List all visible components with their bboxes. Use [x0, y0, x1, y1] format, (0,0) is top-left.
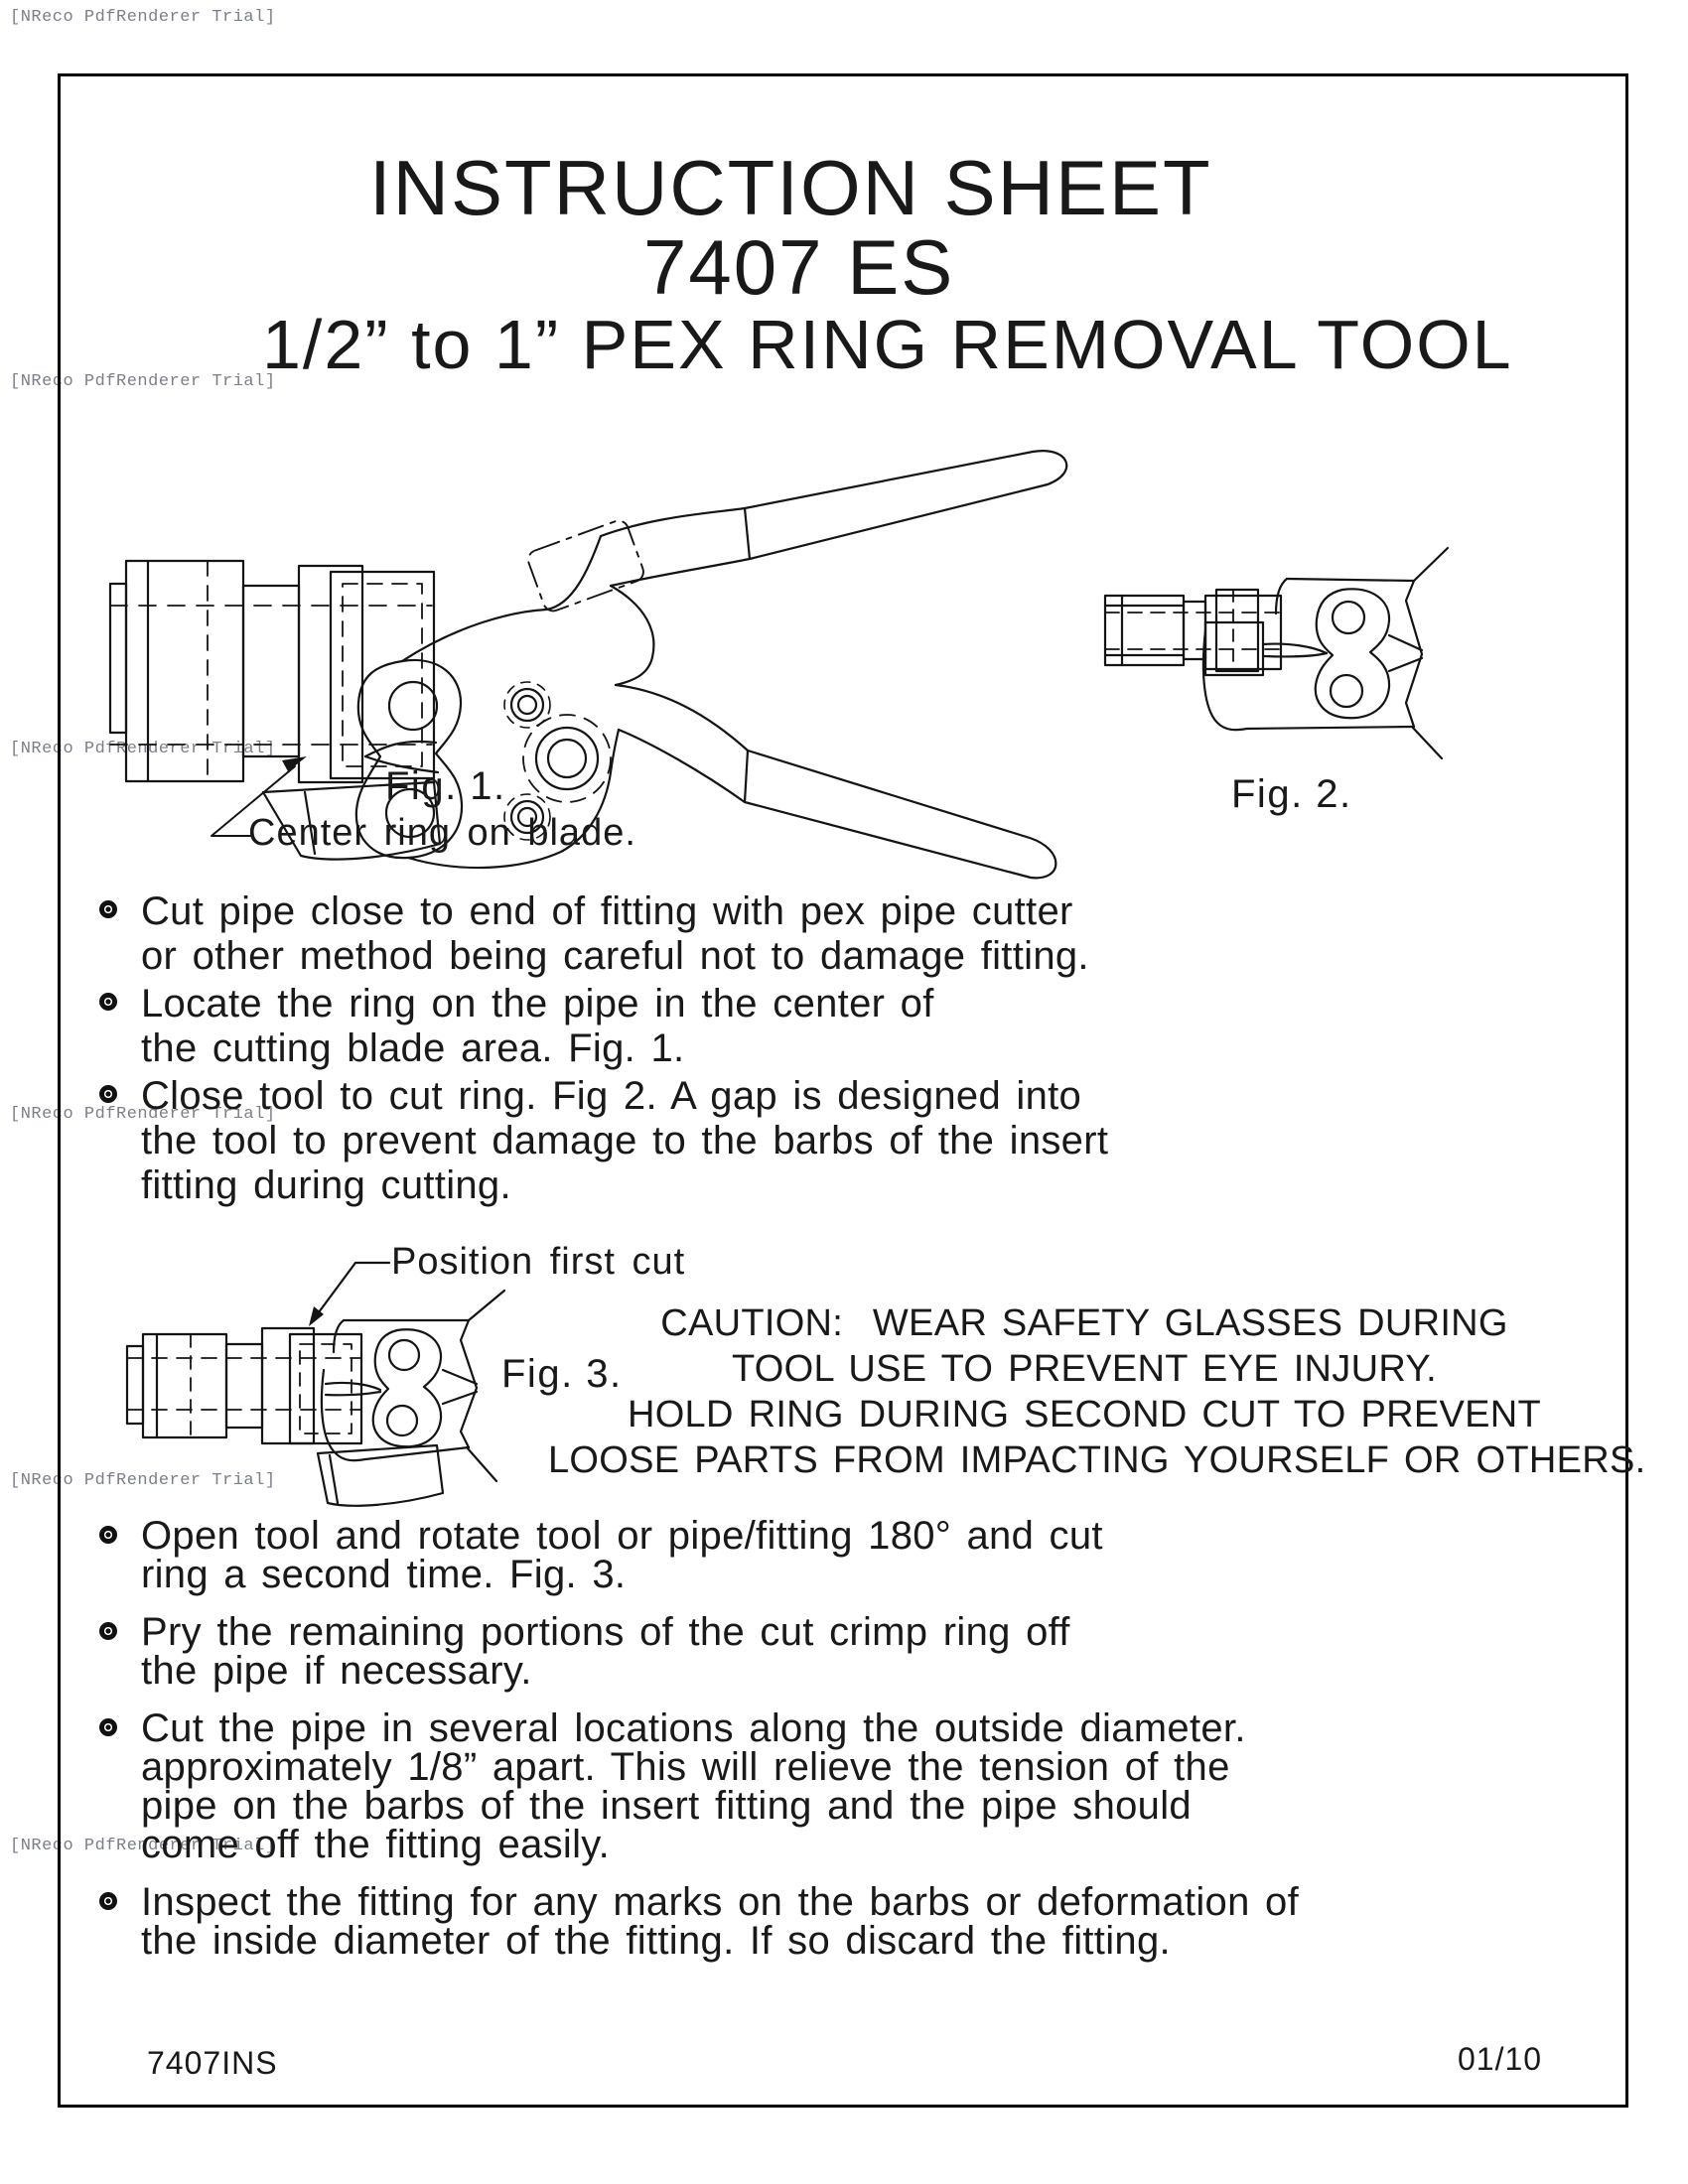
lower-jaw: [261, 780, 442, 861]
pipe-and-ring: [125, 1326, 363, 1445]
bullet-text: Open tool and rotate tool or pipe/fittin…: [141, 1514, 1103, 1596]
watermark: [NReco PdfRenderer Trial]: [10, 1471, 276, 1490]
page-border: [58, 73, 1628, 2108]
text-line: the tool to prevent damage to the barbs …: [141, 1119, 1109, 1162]
bullet-icon: [99, 1892, 117, 1910]
text-line: Close tool to cut ring. Fig 2. A gap is …: [141, 1074, 1082, 1118]
text-line: the pipe if necessary.: [141, 1649, 532, 1693]
bullet-item: Locate the ring on the pipe in the cente…: [99, 982, 1231, 1071]
lower-jaw: [316, 1443, 445, 1507]
bullet-text: Pry the remaining portions of the cut cr…: [141, 1610, 1070, 1693]
bullet-text: Inspect the fitting for any marks on the…: [141, 1880, 1299, 1963]
text-line: Open tool and rotate tool or pipe/fittin…: [141, 1514, 1103, 1558]
fig2-drawing: [1082, 546, 1470, 804]
fig1-drawing: [104, 415, 1107, 903]
text-line: the inside diameter of the fitting. If s…: [141, 1919, 1171, 1963]
bullet-icon: [99, 1526, 117, 1544]
fig2-caption: Fig. 2.: [1231, 772, 1352, 816]
crimp-tool-closed-illustration: [1103, 546, 1450, 760]
pipe-and-ring: [108, 559, 436, 784]
bullet-item: Close tool to cut ring. Fig 2. A gap is …: [99, 1074, 1231, 1208]
bullet-icon: [99, 1718, 117, 1736]
crimp-tool-second-cut-illustration: [125, 1261, 506, 1507]
text-line: fitting during cutting.: [141, 1163, 511, 1207]
text-line: Locate the ring on the pipe in the cente…: [141, 982, 934, 1025]
text-line: Inspect the fitting for any marks on the…: [141, 1880, 1299, 1924]
fig1-caption: Fig. 1.: [385, 764, 506, 808]
callout-leader-arrow: [211, 756, 307, 837]
text-line: approximately 1/8” apart. This will reli…: [141, 1745, 1230, 1789]
bullet-icon: [99, 900, 117, 918]
bullet-item: Pry the remaining portions of the cut cr…: [99, 1610, 1509, 1693]
instruction-list-2: Open tool and rotate tool or pipe/fittin…: [99, 1514, 1509, 1979]
cutter-plate: [354, 658, 464, 860]
fig3-drawing: [119, 1243, 536, 1570]
tool-head: [1201, 546, 1450, 760]
crimp-tool-open-illustration: [108, 450, 1068, 880]
text-line: come off the fitting easily.: [141, 1823, 611, 1866]
text-line: LOOSE PARTS FROM IMPACTING YOURSELF OR O…: [548, 1439, 1646, 1481]
page-subtitle: 1/2” to 1” PEX RING REMOVAL TOOL: [262, 306, 1513, 383]
watermark: [NReco PdfRenderer Trial]: [10, 1105, 276, 1124]
footer-date: 01/10: [1458, 2041, 1543, 2077]
footer-doc-number: 7407INS: [147, 2045, 278, 2081]
text-line: or other method being careful not to dam…: [141, 934, 1089, 978]
text-line: the cutting blade area. Fig. 1.: [141, 1026, 685, 1070]
cutter-plate: [324, 1328, 443, 1448]
pipe-and-ring: [1103, 588, 1283, 677]
fig1-callout: Center ring on blade.: [248, 812, 636, 854]
bullet-icon: [99, 1085, 117, 1103]
bullet-text: Close tool to cut ring. Fig 2. A gap is …: [141, 1074, 1108, 1208]
text-line: CAUTION: WEAR SAFETY GLASSES DURING: [660, 1302, 1508, 1344]
pivot-bolt: [503, 681, 612, 841]
fig3-callout: Position first cut: [391, 1241, 686, 1283]
text-line: TOOL USE TO PREVENT EYE INJURY.: [731, 1348, 1437, 1390]
bullet-icon: [99, 993, 117, 1011]
model-number: 7407 ES: [643, 223, 955, 311]
callout-leader-arrow: [309, 1261, 391, 1326]
fig3-caption: Fig. 3.: [501, 1352, 623, 1396]
bullet-text: Cut pipe close to end of fitting with pe…: [141, 889, 1089, 979]
watermark: [NReco PdfRenderer Trial]: [10, 1837, 276, 1855]
text-line: Cut pipe close to end of fitting with pe…: [141, 889, 1073, 933]
watermark: [NReco PdfRenderer Trial]: [10, 8, 276, 27]
cutter-plate: [1261, 588, 1391, 720]
bullet-item: Cut pipe close to end of fitting with pe…: [99, 889, 1231, 979]
tool-body: [400, 450, 1068, 880]
bullet-text: Locate the ring on the pipe in the cente…: [141, 982, 934, 1071]
bullet-item: Cut the pipe in several locations along …: [99, 1706, 1509, 1866]
bullet-text: Cut the pipe in several locations along …: [141, 1706, 1246, 1866]
tool-head: [320, 1289, 506, 1483]
bullet-item: Inspect the fitting for any marks on the…: [99, 1880, 1509, 1963]
text-line: HOLD RING DURING SECOND CUT TO PREVENT: [627, 1394, 1542, 1435]
text-line: Cut the pipe in several locations along …: [141, 1706, 1246, 1750]
text-line: Pry the remaining portions of the cut cr…: [141, 1610, 1070, 1654]
watermark: [NReco PdfRenderer Trial]: [10, 372, 276, 391]
bullet-icon: [99, 1622, 117, 1640]
instruction-list-1: Cut pipe close to end of fitting with pe…: [99, 889, 1231, 1211]
text-line: pipe on the barbs of the insert fitting …: [141, 1784, 1192, 1828]
page-title: INSTRUCTION SHEET: [369, 144, 1212, 231]
bullet-item: Open tool and rotate tool or pipe/fittin…: [99, 1514, 1509, 1596]
text-line: ring a second time. Fig. 3.: [141, 1553, 627, 1596]
